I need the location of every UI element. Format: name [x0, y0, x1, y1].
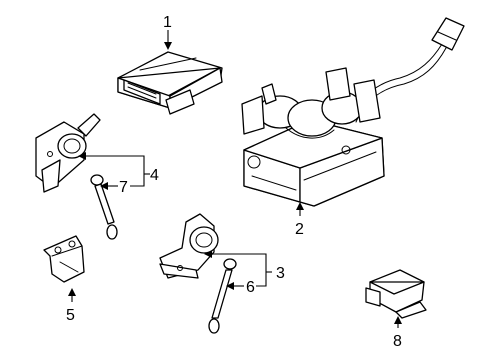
height-sensor-part-3 — [159, 213, 219, 279]
leaders — [68, 30, 402, 328]
control-module-part — [117, 51, 223, 115]
callout-2: 2 — [295, 221, 304, 238]
callout-6: 6 — [246, 279, 255, 296]
callout-8: 8 — [393, 333, 402, 350]
bracket-part-5 — [43, 235, 85, 283]
height-sensor-part-4 — [35, 113, 101, 193]
link-rod-part-6 — [208, 258, 237, 334]
callout-7: 7 — [119, 179, 128, 196]
callout-3: 3 — [276, 265, 285, 282]
link-rod-part-7 — [90, 174, 118, 240]
callout-1: 1 — [163, 14, 172, 31]
callout-4: 4 — [150, 167, 159, 184]
compressor-assembly-part — [241, 17, 465, 207]
callout-5: 5 — [66, 307, 75, 324]
module-part-8 — [365, 269, 427, 319]
